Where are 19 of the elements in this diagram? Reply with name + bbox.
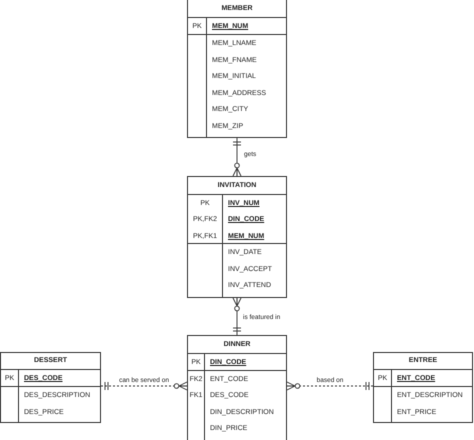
entity-table — [187, 0, 287, 138]
primary-key-section — [374, 369, 472, 386]
primary-key-section — [188, 194, 286, 243]
primary-key-section — [1, 369, 100, 386]
entity-table — [373, 352, 473, 423]
attribute-section — [1, 386, 100, 422]
attribute-section — [374, 386, 472, 422]
entity-table — [0, 352, 101, 423]
attribute-section — [188, 34, 286, 137]
primary-key-section — [188, 353, 286, 370]
relationship-line — [286, 382, 374, 390]
relationship-line — [232, 298, 242, 336]
attribute-section — [188, 370, 286, 440]
primary-key-section — [188, 17, 286, 34]
relationship-line — [232, 138, 242, 176]
entity-table — [187, 176, 287, 298]
relationship-line — [100, 382, 188, 390]
attribute-section — [188, 243, 286, 297]
entity-table — [187, 335, 287, 440]
